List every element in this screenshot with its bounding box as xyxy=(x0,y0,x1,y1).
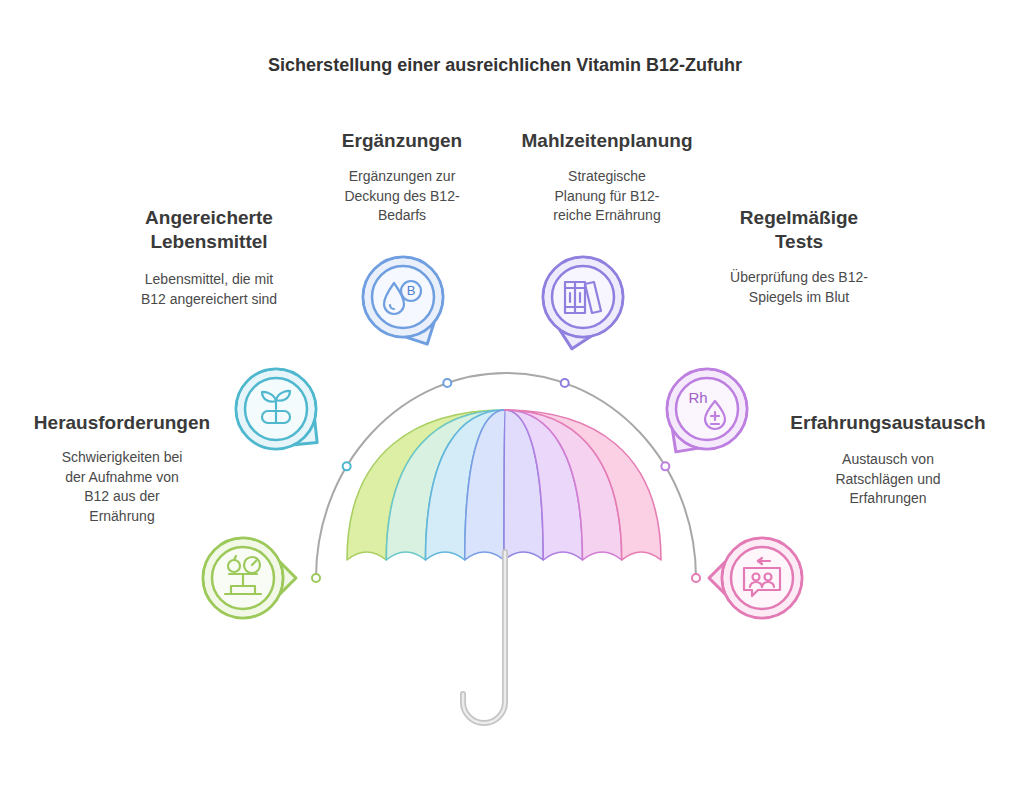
umbrella-panel xyxy=(347,410,505,560)
icon-letter: Rh xyxy=(688,391,707,405)
icon-stroke xyxy=(275,411,277,423)
icon-stroke xyxy=(401,281,421,301)
icon-stroke xyxy=(565,282,575,313)
arc-dot xyxy=(561,379,569,387)
umbrella-panel xyxy=(505,410,622,560)
item-heading: Erfahrungsaustausch xyxy=(773,411,1003,435)
icon-stroke xyxy=(262,411,290,423)
icon-ring xyxy=(372,266,434,328)
icon-bubble: Angereicherte LebensmittelLebensmittel, … xyxy=(216,349,336,469)
item-heading: Mahlzeitenplanung xyxy=(497,129,717,153)
item-description: Schwierigkeiten bei der Aufnahme von B12… xyxy=(55,448,190,526)
icon-stroke xyxy=(575,282,585,313)
icon-stroke xyxy=(744,568,780,596)
umbrella-panel xyxy=(505,410,661,560)
bubble-fill xyxy=(545,259,622,336)
item-heading: Regelmäßige Tests xyxy=(729,206,869,254)
icon-stroke xyxy=(565,306,585,308)
item-heading: Ergänzungen xyxy=(302,129,502,153)
icon-stroke xyxy=(750,582,762,587)
bubble-fill xyxy=(205,540,282,617)
icon-stroke xyxy=(244,557,260,573)
bubble-outline xyxy=(543,257,623,337)
arc-dot xyxy=(312,574,320,582)
item-description: Austausch von Ratschlägen und Erfahrunge… xyxy=(828,450,948,509)
bubble-outline xyxy=(236,369,316,449)
umbrella-handle xyxy=(463,552,505,723)
icon-ring xyxy=(552,266,614,328)
icon-stroke xyxy=(711,423,719,425)
umbrella-panel xyxy=(426,410,506,560)
icon-stroke xyxy=(765,574,772,581)
arc-dot xyxy=(661,462,669,470)
icon-stroke xyxy=(579,293,581,302)
icon-stroke xyxy=(242,574,244,586)
icon-stroke xyxy=(585,282,601,313)
bubble-outline xyxy=(667,369,747,449)
icon-stroke xyxy=(711,415,719,417)
bubble-shape xyxy=(183,518,303,638)
icon-stroke xyxy=(262,392,276,402)
icon-stroke xyxy=(705,401,725,429)
icon-stroke xyxy=(758,561,762,564)
bubble-shape xyxy=(647,349,767,469)
item-heading: Angereicherte Lebensmittel xyxy=(129,206,289,254)
icon-ring xyxy=(731,547,793,609)
icon-stroke xyxy=(252,561,256,565)
arc-dot xyxy=(692,574,700,582)
bubble-outline xyxy=(363,257,443,337)
umbrella-handle xyxy=(463,552,505,723)
arc-dot xyxy=(343,462,351,470)
icon-stroke xyxy=(753,574,760,581)
item-heading: Herausforderungen xyxy=(7,411,237,435)
umbrella-panel xyxy=(465,410,505,560)
icon-stroke xyxy=(565,287,585,289)
item-description: Strategische Planung für B12-reiche Ernä… xyxy=(546,167,668,226)
icon-stroke xyxy=(276,391,290,401)
item-description: Ergänzungen zur Deckung des B12-Bedarfs xyxy=(340,167,465,226)
icon-bubble: Regelmäßige TestsÜberprüfung des B12-Spi… xyxy=(647,349,767,469)
bubble-shape xyxy=(702,518,822,638)
icon-ring xyxy=(212,547,274,609)
bubble-shape xyxy=(216,349,336,469)
icon-bubble: MahlzeitenplanungStrategische Planung fü… xyxy=(523,237,643,357)
bubble-shape xyxy=(523,237,643,357)
icon-stroke xyxy=(390,305,394,309)
icon-stroke xyxy=(234,556,236,560)
icon-ring xyxy=(245,378,307,440)
item-description: Lebensmittel, die mit B12 angereichert s… xyxy=(135,270,283,309)
item-description: Überprüfung des B12-Spiegels im Blut xyxy=(724,268,874,307)
icon-bubble: HerausforderungenSchwierigkeiten bei der… xyxy=(183,518,303,638)
bubble-outline xyxy=(203,538,283,618)
arc-line xyxy=(316,373,696,578)
bubble-outline xyxy=(722,538,802,618)
bubble-fill xyxy=(238,371,315,448)
umbrella-panel xyxy=(386,410,505,560)
bubble-fill xyxy=(669,371,746,448)
bubble-shape xyxy=(343,237,463,357)
icon-stroke xyxy=(762,582,774,587)
arc-dot xyxy=(443,379,451,387)
icon-stroke xyxy=(228,560,240,572)
icon-stroke xyxy=(231,586,255,594)
bubble-fill xyxy=(365,259,442,336)
diagram-title: Sicherstellung einer ausreichlichen Vita… xyxy=(0,55,1010,76)
icon-letter: B xyxy=(407,284,416,298)
icon-stroke xyxy=(569,293,571,302)
icon-bubble: ErfahrungsaustauschAustausch von Ratschl… xyxy=(702,518,822,638)
icon-bubble: ErgänzungenErgänzungen zur Deckung des B… xyxy=(343,237,463,357)
bubble-fill xyxy=(724,540,801,617)
icon-ring xyxy=(676,378,738,440)
